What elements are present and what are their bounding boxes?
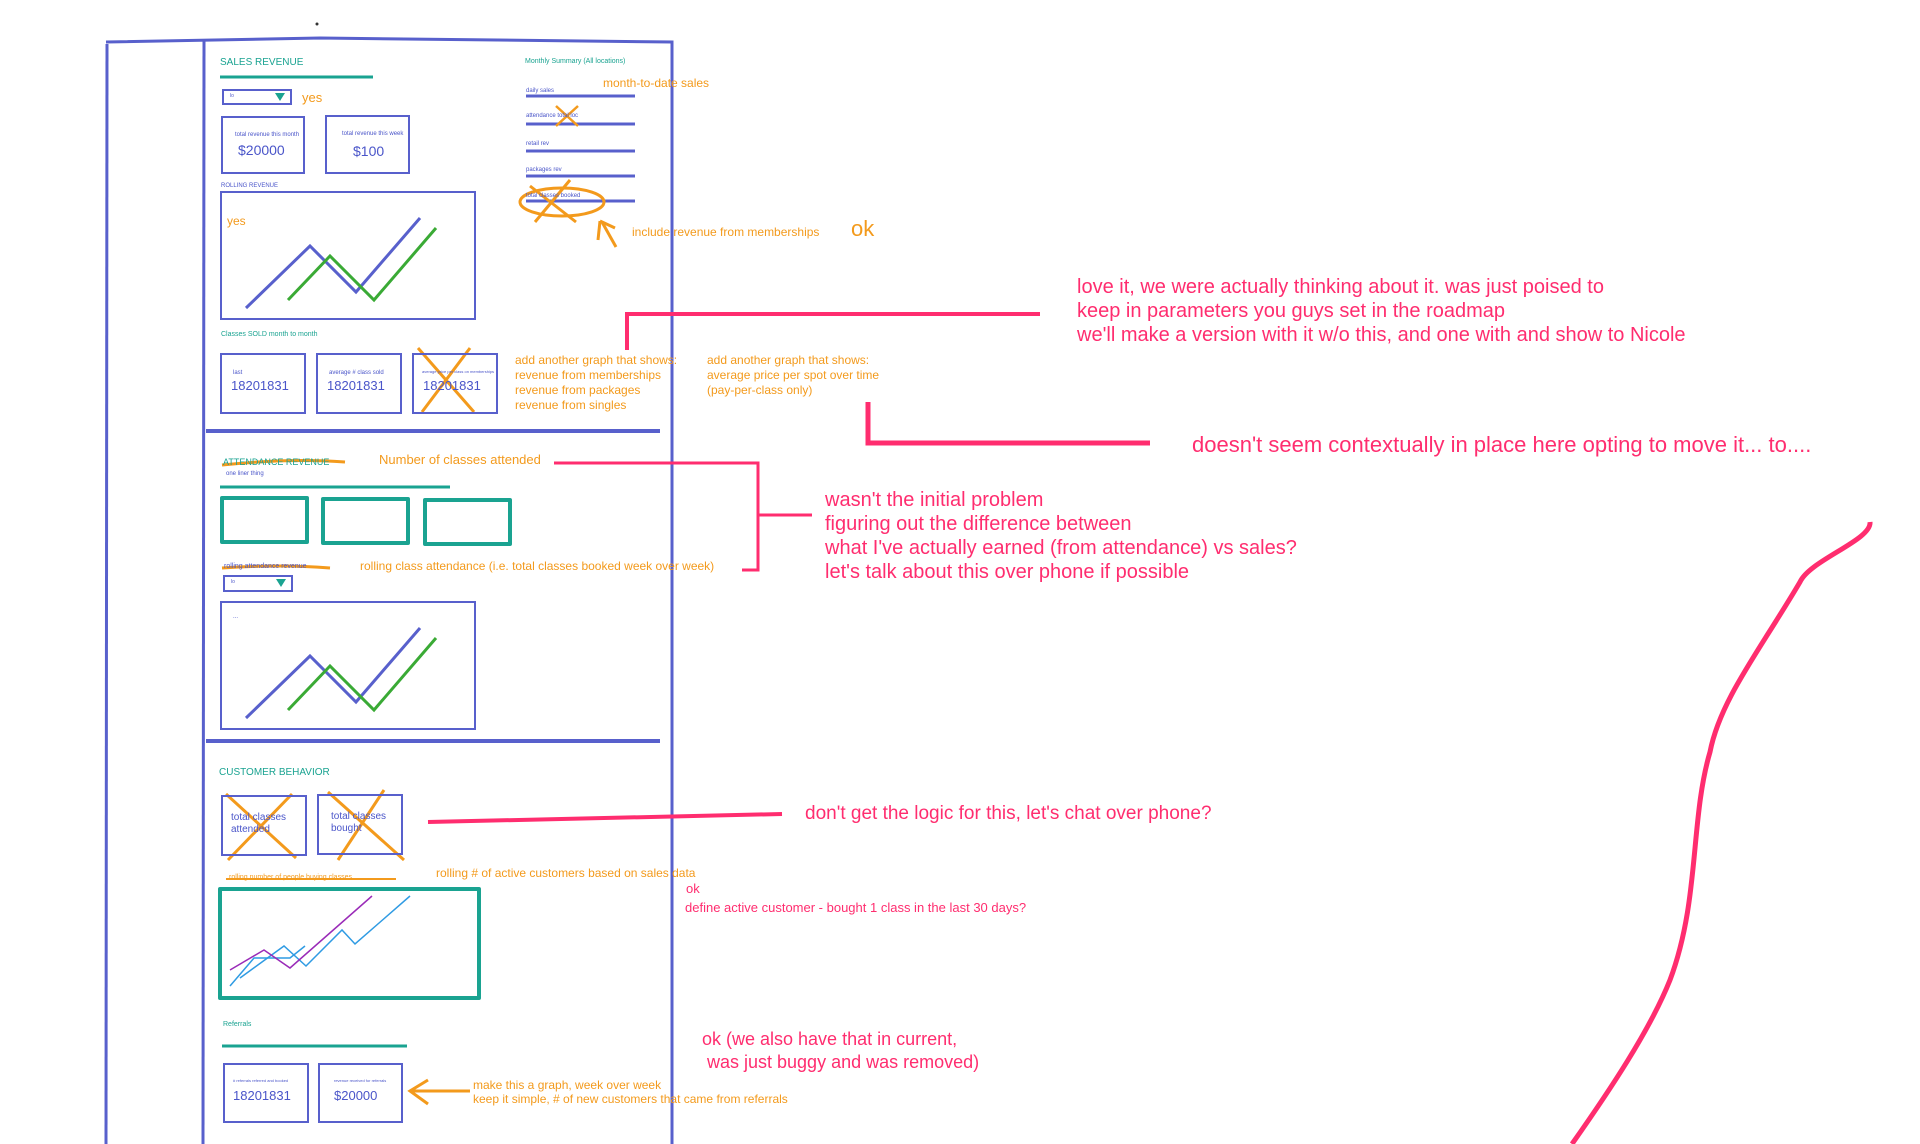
- cross-mark-classes-booked: [518, 179, 606, 224]
- summary-note-mtd: month-to-date sales: [603, 76, 710, 90]
- cross-mark-attendance: [555, 105, 579, 127]
- note-graph-average-price: add another graph that shows: average pr…: [707, 353, 880, 397]
- customer-box-1: total classes attended: [221, 795, 307, 856]
- comment-context: doesn't seem contextually in place here …: [1192, 432, 1812, 457]
- referrals-box-1-value: 18201831: [233, 1088, 291, 1103]
- inner-frame-left: [201, 39, 206, 1144]
- summary-note-include: include revenue from memberships: [632, 225, 820, 239]
- revenue-card-week-label: total revenue this week: [342, 131, 404, 137]
- classes-box-1-label: last: [233, 370, 243, 376]
- arrow-up-orange: [596, 219, 618, 248]
- attendance-box-1: [220, 496, 309, 544]
- strike-attendance-label: [221, 564, 331, 570]
- note-rolling-attendance: rolling class attendance (i.e. total cla…: [360, 559, 715, 573]
- sales-title: SALES REVENUE: [220, 57, 304, 68]
- cross-mark-customer-box2: [326, 789, 406, 862]
- attendance-dropdown-value: lo: [231, 579, 235, 585]
- attendance-line-green: [286, 637, 438, 713]
- revenue-card-week: total revenue this week $100: [325, 115, 410, 174]
- attendance-box-3: [423, 498, 512, 546]
- classes-box-2-value: 18201831: [327, 378, 385, 393]
- summary-note-ok: ok: [851, 216, 875, 241]
- customer-crossed-label: rolling number of people buying classes: [229, 874, 352, 881]
- sales-dropdown-value: lo: [230, 93, 234, 99]
- summary-title: Monthly Summary (All locations): [525, 58, 626, 65]
- reply-referrals: ok (we also have that in current, was ju…: [702, 1029, 980, 1072]
- summary-item-1: daily sales: [526, 88, 555, 94]
- customer-line-purple: [229, 895, 373, 971]
- revenue-card-month-value: $20000: [238, 142, 285, 158]
- chevron-down-icon: [275, 93, 285, 101]
- customer-box-1-label: total classes attended: [231, 812, 287, 835]
- rolling-revenue-title: ROLLING REVENUE: [221, 183, 279, 189]
- summary-item-5: total classes booked: [526, 193, 581, 199]
- outer-frame-top: [105, 36, 674, 1144]
- classes-box-1: last 18201831: [220, 353, 306, 414]
- connector-curve: [1569, 521, 1873, 1144]
- note-number-attended: Number of classes attended: [379, 452, 541, 467]
- connector-problem: [554, 461, 812, 572]
- classes-box-3: average price per class on memberships 1…: [412, 353, 498, 414]
- referrals-box-2-label: revenue received for referrals: [334, 1078, 387, 1083]
- referrals-box-1-label: # referrals referred and booked: [233, 1078, 289, 1083]
- reply-define-active: define active customer - bought 1 class …: [685, 900, 1027, 915]
- attendance-dropdown[interactable]: lo: [223, 575, 293, 592]
- referrals-box-1: # referrals referred and booked 18201831: [223, 1063, 309, 1123]
- customer-line-light-blue-2: [239, 895, 411, 979]
- outer-frame-left: [104, 43, 109, 1144]
- referrals-title: Referrals: [223, 1021, 252, 1028]
- summary-item-4: packages rev: [526, 167, 562, 173]
- revenue-card-week-value: $100: [353, 143, 385, 159]
- summary-item-2: attendance total loc: [526, 113, 579, 119]
- attendance-crossed-label: rolling attendance revenue: [224, 563, 307, 570]
- note-active-customers: rolling # of active customers based on s…: [436, 866, 696, 880]
- sales-dropdown[interactable]: lo: [222, 89, 292, 105]
- attendance-subtitle: one liner thing: [226, 471, 264, 477]
- reply-ok-customers: ok: [686, 881, 700, 896]
- strike-attendance-title: [221, 459, 346, 467]
- connector-context: [865, 402, 1150, 446]
- attendance-chart-label: ...: [233, 614, 239, 620]
- customer-chart: [218, 887, 481, 1000]
- customer-title: CUSTOMER BEHAVIOR: [219, 767, 330, 778]
- arrow-left-orange: [407, 1078, 470, 1106]
- referrals-box-2: revenue received for referrals $20000: [318, 1063, 403, 1123]
- attendance-box-2: [321, 497, 410, 545]
- connector-logic: [427, 812, 783, 824]
- comment-logic: don't get the logic for this, let's chat…: [805, 803, 1212, 824]
- classes-box-3-value: 18201831: [423, 378, 481, 393]
- rolling-revenue-line-green: [286, 227, 438, 303]
- comment-initial-problem: wasn't the initial problem figuring out …: [825, 489, 1297, 583]
- attendance-line-blue: [244, 627, 422, 720]
- connector-love: [625, 312, 1040, 350]
- revenue-card-month-label: total revenue this month: [235, 132, 300, 138]
- comment-love-it: love it, we were actually thinking about…: [1077, 276, 1686, 346]
- customer-line-light-blue-1: [229, 945, 306, 987]
- note-graph-revenue-sources: add another graph that shows: revenue fr…: [515, 353, 678, 412]
- classes-box-2: average # class sold 18201831: [316, 353, 402, 414]
- rolling-revenue-line-blue: [244, 217, 422, 310]
- attendance-chart: ...: [220, 601, 476, 730]
- rolling-revenue-chart: yes: [220, 191, 476, 320]
- referrals-box-2-value: $20000: [334, 1088, 378, 1103]
- cross-mark-box3: [416, 347, 476, 413]
- attendance-title: ATTENDANCE REVENUE: [223, 457, 330, 467]
- dot: [315, 22, 319, 26]
- summary-item-3: retail rev: [526, 141, 550, 147]
- classes-box-3-label: average price per class on memberships: [422, 369, 495, 374]
- revenue-card-month: total revenue this month $20000: [221, 116, 305, 174]
- classes-sold-title: Classes SOLD month to month: [221, 331, 318, 338]
- chart-note-yes: yes: [227, 214, 246, 228]
- note-referrals-graph: make this a graph, week over week keep i…: [473, 1078, 788, 1106]
- chevron-down-icon: [276, 579, 286, 587]
- classes-box-1-value: 18201831: [231, 378, 289, 393]
- classes-box-2-label: average # class sold: [329, 370, 384, 376]
- sales-note-yes: yes: [302, 90, 323, 105]
- customer-box-2-label: total classes bought: [331, 811, 387, 834]
- customer-box-2: total classes bought: [317, 794, 403, 855]
- cross-mark-customer-box1: [224, 792, 298, 862]
